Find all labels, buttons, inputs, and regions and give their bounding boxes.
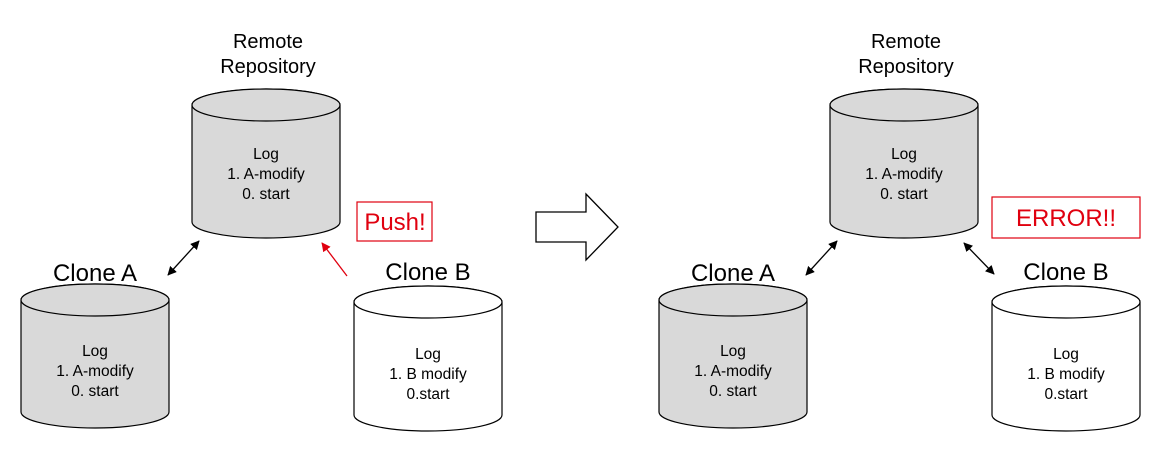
clone-b-title: Clone B	[1023, 259, 1108, 286]
clone-a-log-line1: 1. A-modify	[56, 363, 134, 380]
error-label-box	[991, 196, 1141, 239]
remote-title-line2: Repository	[220, 56, 316, 78]
remote-title-line1: Remote	[871, 31, 941, 53]
remote-title-line2: Repository	[858, 56, 954, 78]
remote-log-line1: 1. A-modify	[865, 166, 943, 183]
clone-a-log-line2: 0. start	[709, 383, 757, 400]
remote-repository-cylinder	[191, 88, 341, 239]
remote-repository-cylinder	[829, 88, 979, 239]
clone-b-log-line1: 1. B modify	[389, 366, 467, 383]
clone-b-title: Clone B	[385, 259, 470, 286]
clone-a-sync-arrow	[805, 240, 838, 276]
transition-arrow	[535, 192, 619, 262]
clone-b-log-line2: 0.start	[406, 386, 450, 403]
clone-b-log-title: Log	[1053, 346, 1079, 363]
clone-a-log-title: Log	[82, 343, 108, 360]
clone-a-title: Clone A	[691, 260, 775, 287]
remote-log-line1: 1. A-modify	[227, 166, 305, 183]
clone-b-cylinder	[991, 285, 1141, 432]
remote-log-title: Log	[891, 146, 917, 163]
clone-b-cylinder	[353, 285, 503, 432]
remote-log-line2: 0. start	[880, 186, 928, 203]
clone-a-cylinder	[20, 283, 170, 429]
clone-a-cylinder	[658, 283, 808, 429]
clone-a-log-title: Log	[720, 343, 746, 360]
right-panel: Remote Repository Log 1. A-modify 0. sta…	[658, 31, 1141, 432]
push-label-box	[356, 201, 433, 242]
remote-log-line2: 0. start	[242, 186, 290, 203]
clone-a-log-line2: 0. start	[71, 383, 119, 400]
clone-b-log-line1: 1. B modify	[1027, 366, 1105, 383]
clone-b-log-line2: 0.start	[1044, 386, 1088, 403]
remote-title-line1: Remote	[233, 31, 303, 53]
clone-a-sync-arrow	[167, 240, 200, 276]
error-label: ERROR!!	[1016, 205, 1116, 232]
clone-a-title: Clone A	[53, 260, 137, 287]
left-panel: Remote Repository Log 1. A-modify 0. sta…	[20, 31, 503, 432]
clone-b-sync-arrow	[963, 242, 995, 275]
clone-b-log-title: Log	[415, 346, 441, 363]
push-label: Push!	[364, 209, 425, 236]
push-arrow	[321, 242, 348, 277]
clone-a-log-line1: 1. A-modify	[694, 363, 772, 380]
remote-log-title: Log	[253, 146, 279, 163]
